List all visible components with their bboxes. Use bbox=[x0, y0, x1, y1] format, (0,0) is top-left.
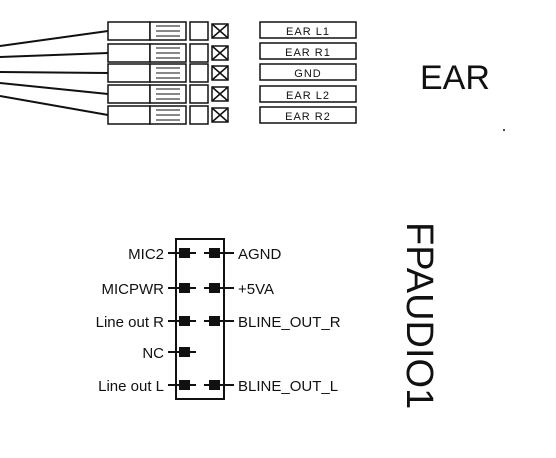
pin-label-micpwr: MICPWR bbox=[102, 281, 165, 298]
pin-label-5va: +5VA bbox=[238, 281, 274, 298]
stray-dot bbox=[503, 129, 505, 131]
pin-label-agnd: AGND bbox=[238, 246, 282, 263]
ear-wires bbox=[0, 30, 109, 116]
pin-label-line-out-r: Line out R bbox=[96, 314, 165, 331]
ear-label-boxes bbox=[259, 21, 357, 124]
ear-label-2: EAR R1 bbox=[285, 47, 331, 59]
pin-label-bline-out-l: BLINE_OUT_L bbox=[238, 378, 338, 395]
pin-label-line-out-l: Line out L bbox=[98, 378, 164, 395]
ear-label-5: EAR R2 bbox=[285, 111, 331, 123]
ear-label-1: EAR L1 bbox=[286, 26, 330, 38]
fpaudio-header-outline bbox=[175, 238, 225, 400]
pin-label-bline-out-r: BLINE_OUT_R bbox=[238, 314, 341, 331]
fpaudio-pins bbox=[168, 248, 234, 390]
ear-crimp-hatching bbox=[156, 25, 180, 121]
ear-title: EAR bbox=[420, 59, 490, 97]
ear-label-4: EAR L2 bbox=[286, 90, 330, 102]
ear-label-3: GND bbox=[294, 68, 321, 80]
pin-label-mic2: MIC2 bbox=[128, 246, 164, 263]
pin-label-nc: NC bbox=[142, 345, 164, 362]
fpaudio-title: FPAUDIO1 bbox=[398, 222, 440, 409]
